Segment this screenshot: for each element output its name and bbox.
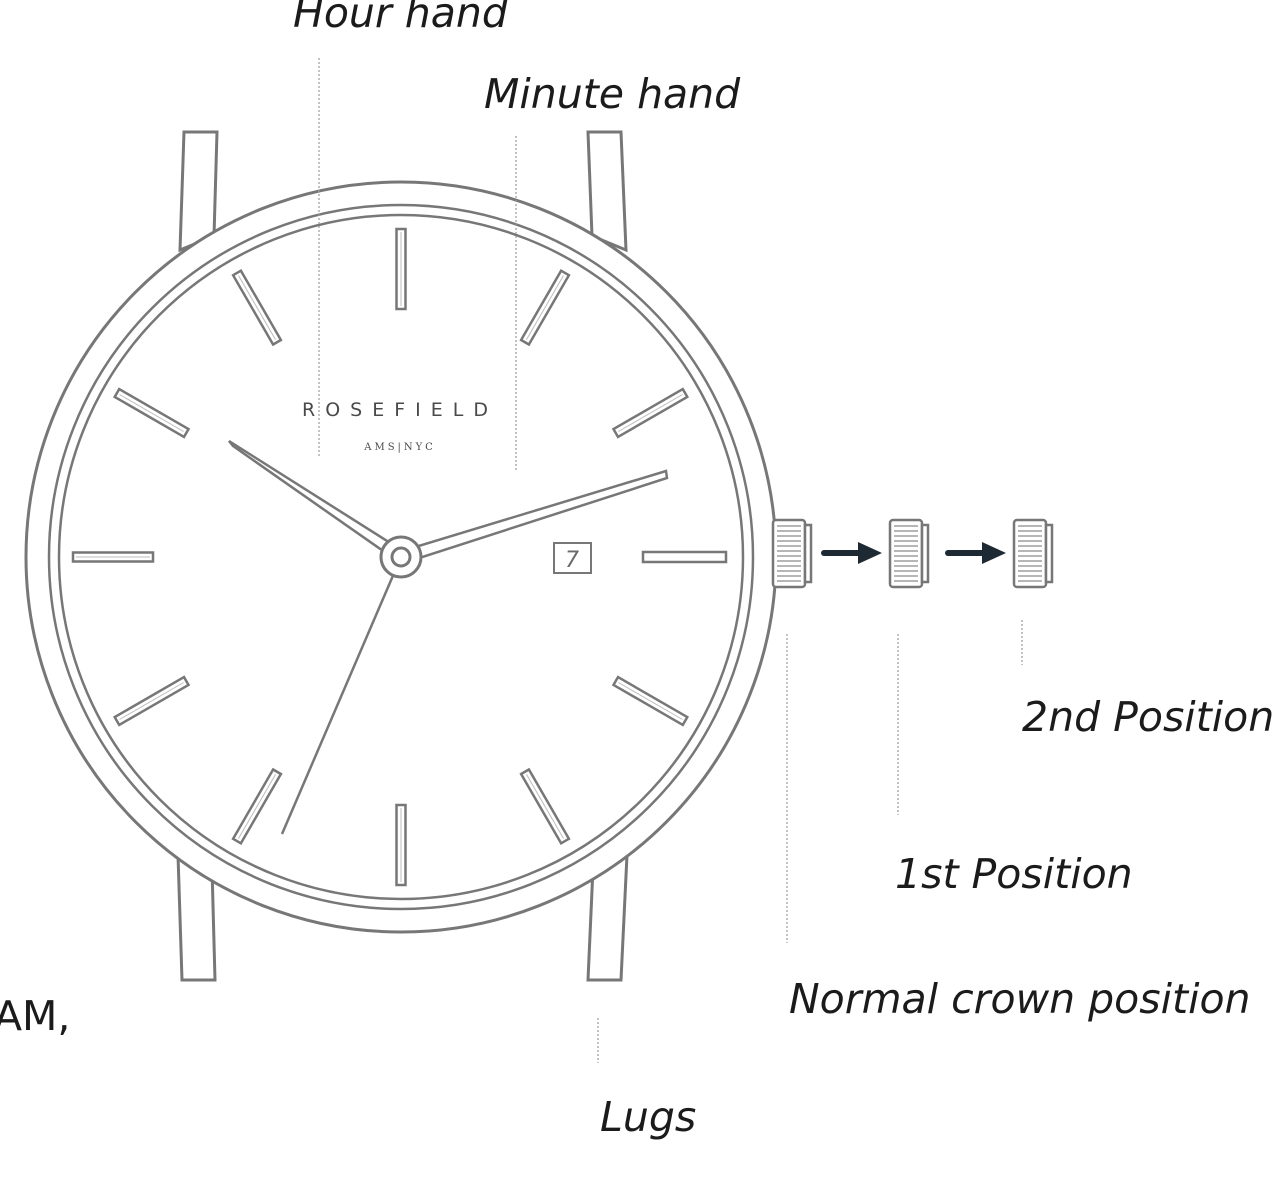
- label-second-position: 2nd Position: [1022, 693, 1274, 741]
- hour-marker-inner-line: [618, 682, 683, 720]
- hour-marker-inner-line: [526, 275, 564, 340]
- arrow-to-second-position: [945, 542, 1006, 564]
- hour-marker: [641, 550, 728, 564]
- label-lugs: Lugs: [600, 1093, 696, 1141]
- crown-body: [888, 518, 924, 589]
- date-window: [553, 542, 592, 574]
- label-normal-crown-position: Normal crown position: [789, 975, 1251, 1023]
- center-pin-inner: [390, 546, 412, 568]
- crown-cap: [803, 523, 813, 584]
- hour-marker-inner-line: [119, 394, 184, 432]
- partial-text-am: AM,: [0, 992, 70, 1040]
- label-hour-hand: Hour hand: [293, 0, 509, 37]
- crown-first-position: [888, 518, 930, 589]
- crown-cap: [1044, 523, 1054, 584]
- hour-marker-inner-line: [238, 774, 276, 839]
- label-minute-hand: Minute hand: [484, 70, 741, 118]
- crown-second-position: [1012, 518, 1054, 589]
- crown-cap: [920, 523, 930, 584]
- watch-dial: [57, 213, 745, 901]
- crown-normal-position: [771, 518, 813, 589]
- second-hand: [280, 556, 403, 835]
- label-first-position: 1st Position: [895, 850, 1133, 898]
- crown-body: [771, 518, 807, 589]
- sub-brand: AMS|NYC: [363, 442, 436, 453]
- lug-top-right: [586, 130, 628, 253]
- brand-name: ROSEFIELD: [302, 399, 498, 421]
- crown-body: [1012, 518, 1048, 589]
- date-value: 7: [565, 548, 579, 573]
- hour-markers: [71, 227, 728, 887]
- hour-marker-inner-line: [119, 682, 184, 720]
- lugs-group: [176, 130, 629, 982]
- arrow-to-first-position: [821, 542, 882, 564]
- hour-marker-inner-line: [238, 275, 276, 340]
- watch-bezel: [47, 203, 755, 911]
- hour-marker-inner-line: [526, 774, 564, 839]
- hour-marker-inner-line: [618, 394, 683, 432]
